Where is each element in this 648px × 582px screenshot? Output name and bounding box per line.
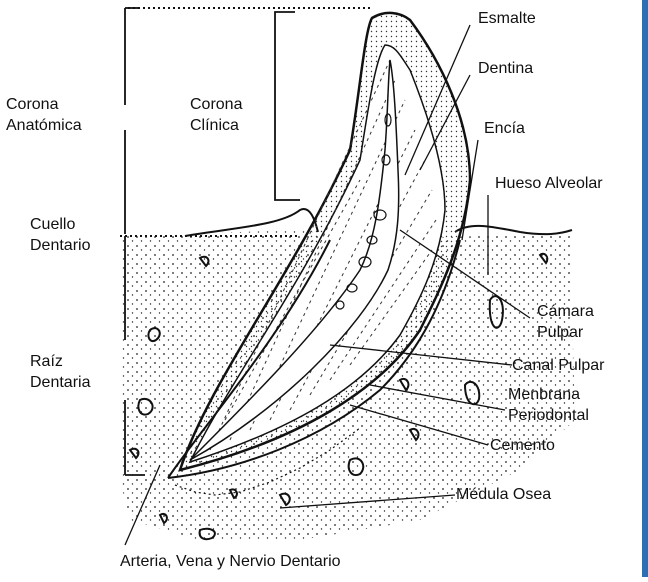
label-corona-clinica-1: Corona [190, 95, 242, 115]
label-cuello-dentario-1: Cuello [30, 215, 75, 235]
label-raiz-dentaria-1: Raíz [30, 352, 63, 372]
label-corona-clinica-2: Clínica [190, 116, 239, 136]
label-membrana-periodontal-1: Menbrana [508, 385, 580, 405]
label-camara-pulpar-1: Cámara [537, 302, 594, 322]
label-cuello-dentario-2: Dentario [30, 236, 90, 256]
label-encia: Encía [484, 119, 525, 139]
page-edge-stripe [642, 0, 648, 577]
label-corona-anatomica-1: Corona [6, 95, 58, 115]
label-dentina: Dentina [478, 59, 533, 79]
label-hueso-alveolar: Hueso Alveolar [495, 174, 603, 194]
label-camara-pulpar-2: Pulpar [537, 323, 583, 343]
label-medula-osea: Médula Osea [456, 485, 551, 505]
label-canal-pulpar: Canal Pulpar [512, 356, 605, 376]
clinical-crown-bracket [275, 12, 300, 200]
label-raiz-dentaria-2: Dentaria [30, 373, 90, 393]
label-corona-anatomica-2: Anatómica [6, 116, 82, 136]
label-esmalte: Esmalte [478, 9, 536, 29]
label-membrana-periodontal-2: Periodontal [508, 406, 589, 426]
label-arteria-vena-nervio: Arteria, Vena y Nervio Dentario [120, 552, 341, 572]
label-cemento: Cemento [490, 436, 555, 456]
